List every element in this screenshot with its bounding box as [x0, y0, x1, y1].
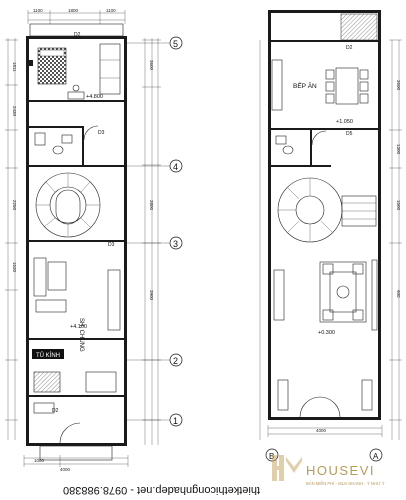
kitchen-counter	[271, 59, 283, 111]
door-tag: D3	[98, 130, 105, 136]
top-balcony	[29, 23, 124, 37]
dim-left: 2250	[12, 200, 17, 211]
mid-dimension-lines	[142, 38, 161, 445]
left-floor-plan	[5, 10, 161, 467]
right-dimension-lines	[259, 39, 402, 440]
room-label-living: SH. CHUNG	[78, 318, 84, 352]
brand-logo: HOUSEVI BẢN MIỄN PHÍ - MUA NHANH - Ý NHƯ…	[268, 449, 400, 493]
dim-overall-width-right: 4000	[316, 428, 327, 433]
door-tag: D2	[74, 32, 81, 38]
dim-top-a: 1100	[33, 8, 43, 13]
dining-table	[325, 67, 369, 105]
entry-steps	[39, 445, 113, 461]
level-upper-left: +4.800	[86, 94, 103, 100]
bottom-dimension-lines	[23, 455, 129, 467]
top-hatch-area	[340, 13, 378, 41]
dim-overall-width: 4000	[60, 467, 71, 472]
brand-mark-icon: HOUSEVI BẢN MIỄN PHÍ - MUA NHANH - Ý NHƯ…	[272, 455, 385, 486]
brand-name: HOUSEVI	[306, 463, 375, 478]
dim-top-c: 1100	[106, 8, 116, 13]
door-tag: D2	[52, 408, 59, 414]
left-dimension-lines	[5, 38, 18, 440]
dim-right: 1300	[396, 144, 401, 155]
spiral-stair	[29, 172, 124, 242]
axis-label-5: 5	[173, 39, 178, 49]
dimension-text: 4000 4000 1100 1800 1100 1000 1811 2430 …	[12, 8, 401, 472]
door-tag: D3	[108, 242, 115, 248]
room-label-glass-cabinet: TỦ KÍNH	[36, 352, 60, 359]
right-entry	[277, 379, 373, 418]
axis-label-4: 4	[173, 162, 178, 172]
entry-block	[29, 371, 124, 444]
level-mid-left: +4.100	[70, 324, 87, 330]
left-axis-bubbles	[127, 36, 183, 427]
dim-top-b: 1800	[68, 8, 79, 13]
door-tags: D2 D3 D3 D2 D5 D2	[52, 32, 353, 414]
left-outer-walls	[26, 36, 127, 446]
right-wc	[271, 130, 331, 167]
glass-cabinet-label-bg	[32, 349, 64, 359]
wc-block	[29, 125, 124, 167]
axis-label-3: 3	[173, 239, 178, 249]
dim-left: 1530	[12, 262, 17, 273]
dim-left: 1811	[12, 62, 17, 72]
site-watermark: thietkethicongnhadep.net - 0978.988380	[63, 484, 260, 496]
door-tag: D2	[346, 45, 353, 51]
dim-right: 1500	[396, 200, 401, 211]
sofa-set	[273, 259, 378, 331]
room-labels: BẾP ĂN SH. CHUNG TỦ KÍNH	[32, 80, 317, 359]
level-labels: +4.800 +4.100 +1.050 +0.300	[70, 94, 353, 336]
door-tag: D5	[346, 131, 353, 137]
top-dimension-lines	[27, 10, 126, 24]
axis-label-2: 2	[173, 356, 178, 366]
dim-left: 2430	[12, 106, 17, 117]
axis-label-1: 1	[173, 416, 178, 426]
level-right-top: +1.050	[336, 119, 353, 125]
dim-mid: 3600	[149, 60, 154, 71]
dim-bottom-seg: 1000	[34, 458, 45, 463]
dim-right: 3600	[396, 80, 401, 91]
room-label-kitchen: BẾP ĂN	[293, 80, 317, 90]
axis-labels: 5 4 3 2 1 B A	[173, 39, 379, 461]
bedroom-block	[29, 43, 124, 102]
level-right-mid: +0.300	[318, 330, 335, 336]
living-block	[29, 257, 124, 340]
right-floor-plan	[259, 10, 402, 440]
dim-mid: 3900	[149, 290, 154, 301]
column-label-a: A	[373, 452, 379, 461]
dim-mid: 3800	[149, 200, 154, 211]
right-spiral-stair	[277, 177, 377, 243]
column-label-b: B	[269, 452, 274, 461]
dim-right: 900	[396, 290, 401, 298]
brand-tagline: BẢN MIỄN PHÍ - MUA NHANH - Ý NHƯ Ý	[306, 481, 385, 486]
